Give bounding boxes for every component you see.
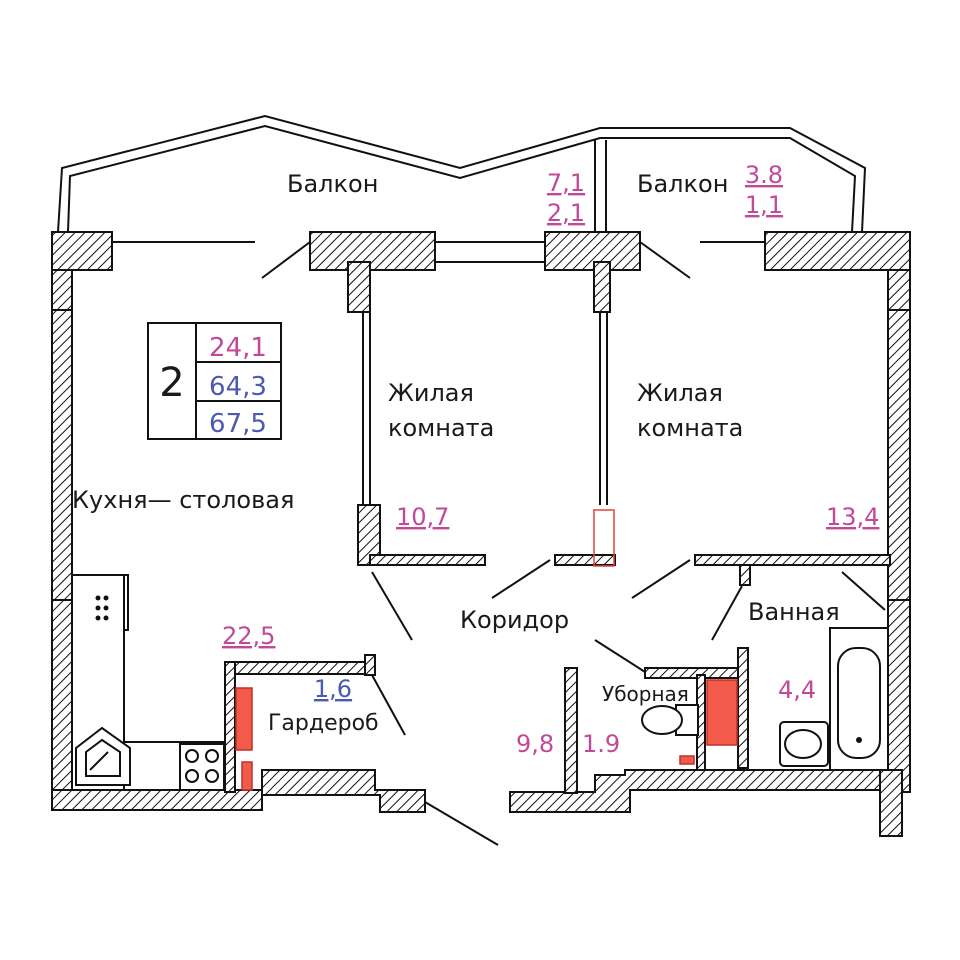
toilet-area: 1.9 (582, 730, 620, 758)
balcony-right-area-reduced: 1,1 (745, 191, 783, 219)
balcony-right-area: 3.8 (745, 161, 783, 189)
summary-table: 2 24,1 64,3 67,5 (147, 322, 282, 440)
living-room-2-label-line2: комната (637, 414, 743, 442)
kitchen-label: Кухня— столовая (72, 486, 294, 514)
living-room-2-label-line1: Жилая (637, 379, 723, 407)
balcony-left-label: Балкон (287, 170, 378, 198)
summary-rooms-count: 2 (159, 360, 184, 406)
balcony-left-area-reduced: 2,1 (547, 199, 585, 227)
bathroom-fixtures (641, 627, 889, 771)
summary-total-area: 64,3 (209, 372, 267, 402)
ventilation-shafts (235, 509, 738, 791)
corridor-label: Коридор (460, 606, 569, 634)
bathroom-label: Ванная (748, 598, 840, 626)
living-room-1-label-line2: комната (388, 414, 494, 442)
wardrobe-label: Гардероб (268, 711, 379, 736)
interior-walls (224, 261, 891, 794)
corridor-area: 9,8 (516, 730, 554, 758)
bathroom-area: 4,4 (778, 676, 816, 704)
living-room-1-label-line1: Жилая (388, 379, 474, 407)
outer-walls (51, 231, 911, 837)
kitchen-area: 22,5 (222, 622, 275, 650)
summary-total-with-balcony: 67,5 (209, 409, 267, 439)
balcony-railing (57, 114, 867, 233)
wardrobe-area: 1,6 (314, 675, 352, 703)
kitchen-fixtures (71, 574, 225, 791)
summary-living-area: 24,1 (209, 333, 267, 363)
balcony-right-label: Балкон (637, 170, 728, 198)
living-room-2-area: 13,4 (826, 503, 879, 531)
living-room-1-area: 10,7 (396, 503, 449, 531)
windows (52, 241, 910, 601)
balcony-left-area: 7,1 (547, 169, 585, 197)
toilet-label: Уборная (602, 682, 689, 706)
door-swings (261, 241, 886, 846)
